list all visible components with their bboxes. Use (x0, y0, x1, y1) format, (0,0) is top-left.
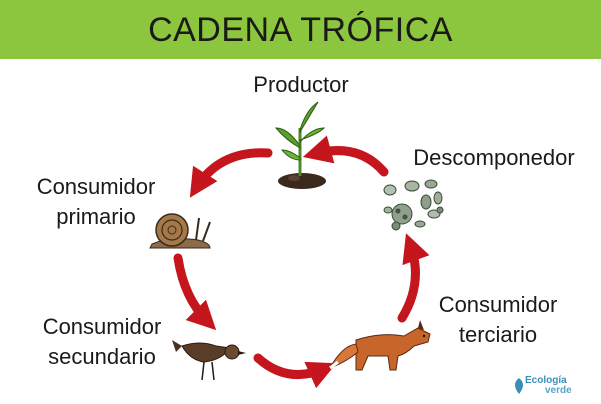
leaf-logo-icon (515, 378, 523, 394)
logo-line2: verde (545, 385, 572, 396)
label-consumidor-terciario: Consumidor terciario (438, 292, 558, 347)
snail-icon (149, 213, 211, 249)
label-consumidor-secundario: Consumidor secundario (42, 314, 162, 369)
label-consumidor-primario: Consumidor primario (36, 174, 156, 229)
plant-icon (274, 101, 326, 189)
fox-icon (328, 320, 431, 371)
arrow-descomponedor-to-productor (302, 135, 389, 177)
title-banner (0, 0, 601, 59)
arrow-terciario-to-descomponedor (397, 233, 430, 323)
label-productor: Productor (253, 72, 349, 97)
bacteria-icon (383, 179, 444, 231)
arrow-primario-to-secundario (173, 253, 217, 331)
ecologia-verde-logo: Ecología verde (511, 375, 591, 399)
label-descomponedor: Descomponedor (413, 145, 575, 170)
arrow-productor-to-primario (189, 148, 273, 198)
logo-line1: Ecología (525, 375, 567, 386)
page-title: CADENA TRÓFICA (148, 11, 453, 49)
arrow-secundario-to-terciario (253, 353, 337, 389)
bird-icon (172, 340, 246, 381)
